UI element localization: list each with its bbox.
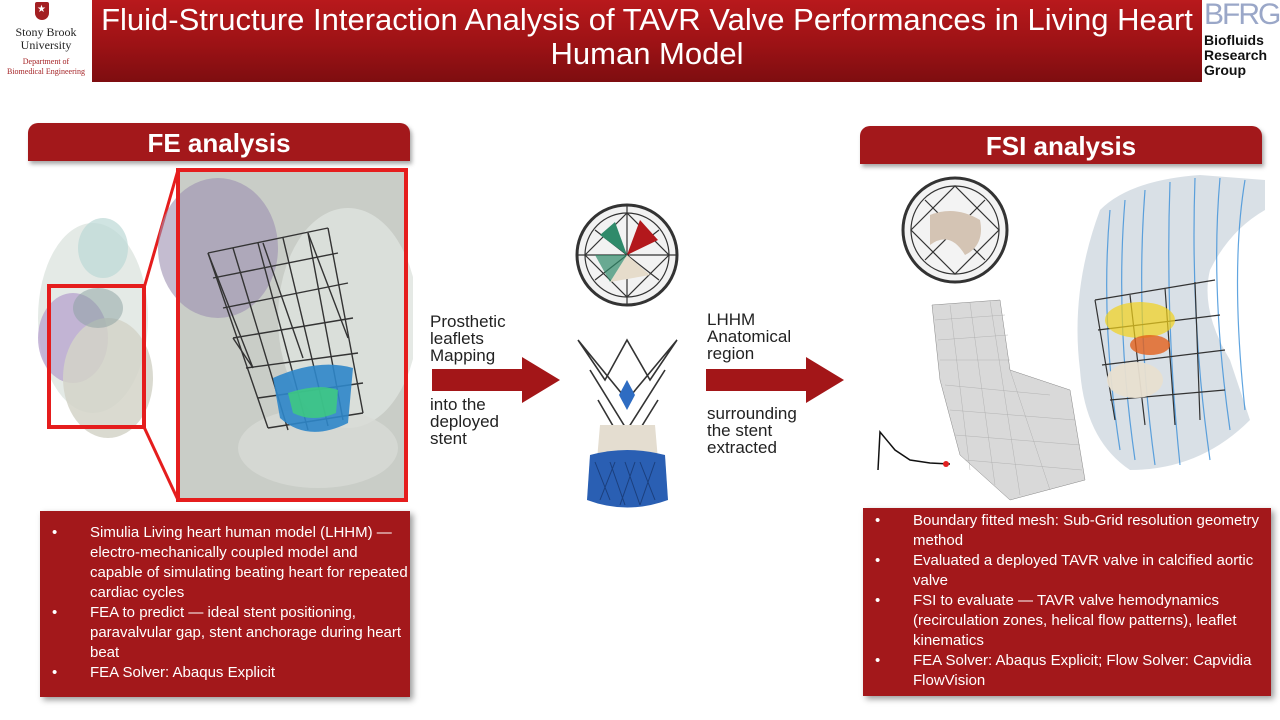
fsi-streamlines-image [1077,175,1265,470]
fsi-bullet-3: FSI to evaluate — TAVR valve hemodynamic… [863,591,1271,651]
fe-bullet-3: FEA Solver: Abaqus Explicit [40,663,410,683]
zoom-region-box [47,284,146,429]
fe-bullets-box: Simulia Living heart human model (LHHM) … [40,511,410,697]
fe-heart-figure [38,168,413,502]
fe-bullet-1: Simulia Living heart human model (LHHM) … [40,523,410,603]
group-line2: Research [1204,47,1268,63]
department-line2: Biomedical Engineering [7,67,85,76]
bfrg-logo: BFRG Biofluids Research Group [1202,0,1280,82]
page-title: Fluid-Structure Interaction Analysis of … [101,2,1193,71]
department-line1: Department of [22,57,70,66]
valve-top-view-image [575,203,679,307]
group-line1: Biofluids [1204,32,1264,48]
right-arrow-icon [432,357,560,403]
university-name-line2: University [20,38,72,52]
fsi-bullet-4: FEA Solver: Abaqus Explicit; Flow Solver… [863,651,1271,691]
zoomed-stent-image [158,170,413,500]
university-name-line1: Stony Brook [15,25,77,39]
valve-side-view-image [577,338,678,508]
arrow2-bottom-label: surrounding the stent extracted [707,404,797,457]
bfrg-wordmark: BFRG [1204,0,1280,31]
fsi-valve-top-image [901,176,1009,284]
fsi-mesh-image [931,299,1086,501]
heart-model-image [38,218,153,438]
fe-analysis-header: FE analysis [28,123,410,161]
title-bar: Fluid-Structure Interaction Analysis of … [92,0,1202,82]
fsi-bullet-2: Evaluated a deployed TAVR valve in calci… [863,551,1271,591]
right-arrow-icon-2 [706,357,844,403]
group-line3: Group [1204,62,1246,78]
zoomed-view-frame [176,168,408,502]
arrow1-bottom-label: into the deployed stent [430,395,500,448]
fsi-bullets-box: Boundary fitted mesh: Sub-Grid resolutio… [863,508,1271,696]
fsi-bullet-1: Boundary fitted mesh: Sub-Grid resolutio… [863,511,1271,551]
stony-brook-logo: Stony Brook University Department of Bio… [0,0,92,82]
arrow1-top-label: Prosthetic leaflets Mapping [430,312,506,365]
arrow2-top-label: LHHM Anatomical region [707,310,792,363]
fsi-analysis-header: FSI analysis [860,126,1262,164]
stony-brook-shield-icon [35,2,49,20]
tavr-valve-figure [575,203,679,508]
fe-bullet-2: FEA to predict — ideal stent positioning… [40,603,410,663]
waveform-icon [877,430,951,471]
fsi-figure [877,175,1265,501]
